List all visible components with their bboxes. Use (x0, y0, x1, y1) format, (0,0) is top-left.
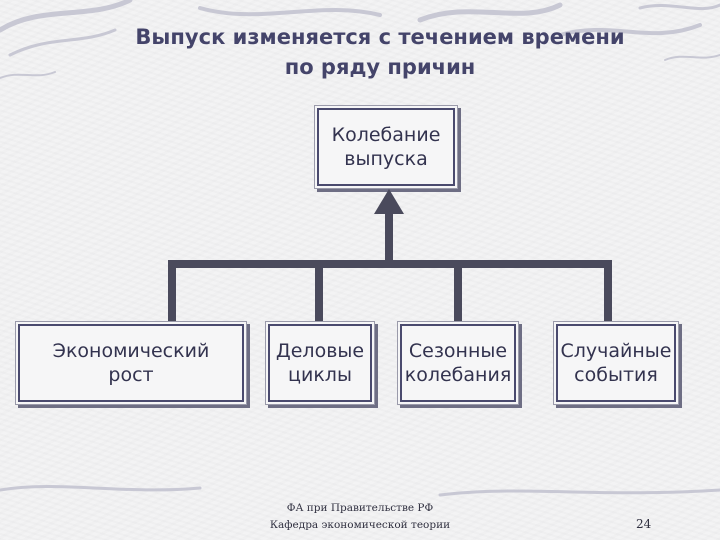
child-box-3-line-1: Сезонные (408, 340, 508, 362)
child-box-economic-growth: Экономический рост (18, 324, 244, 402)
horizontal-connector (168, 260, 612, 268)
branch-line-2 (315, 260, 323, 324)
child-box-1-line-2: рост (108, 364, 154, 386)
title-line-2: по ряду причин (284, 55, 476, 79)
title-line-1: Выпуск изменяется с течением времени (135, 25, 625, 49)
child-box-1-line-1: Экономический (52, 340, 210, 362)
root-box-line-2: выпуска (344, 148, 428, 170)
child-box-business-cycles: Деловые циклы (268, 324, 372, 402)
slide-title: Выпуск изменяется с течением времени по … (80, 22, 680, 82)
footer-text: ФА при Правительстве РФ Кафедра экономич… (230, 500, 490, 534)
branch-line-1 (168, 260, 176, 324)
child-box-2-line-1: Деловые (275, 340, 365, 362)
branch-line-4 (604, 260, 612, 324)
child-box-2-line-2: циклы (288, 364, 352, 386)
child-box-random-events: Случайные события (556, 324, 676, 402)
footer-line-1: ФА при Правительстве РФ (286, 502, 434, 514)
page-number: 24 (636, 517, 652, 531)
child-box-4-line-2: события (574, 364, 658, 386)
child-box-4-line-1: Случайные (560, 340, 672, 362)
footer-line-2: Кафедра экономической теории (269, 519, 451, 531)
arrow-head (374, 189, 404, 214)
branch-line-3 (454, 260, 462, 324)
child-box-3-line-2: колебания (404, 364, 512, 386)
child-box-seasonal-fluctuations: Сезонные колебания (400, 324, 516, 402)
root-box-line-1: Колебание (331, 124, 441, 146)
arrow-stem (385, 212, 393, 264)
root-box-output-fluctuation: Колебание выпуска (317, 108, 455, 186)
